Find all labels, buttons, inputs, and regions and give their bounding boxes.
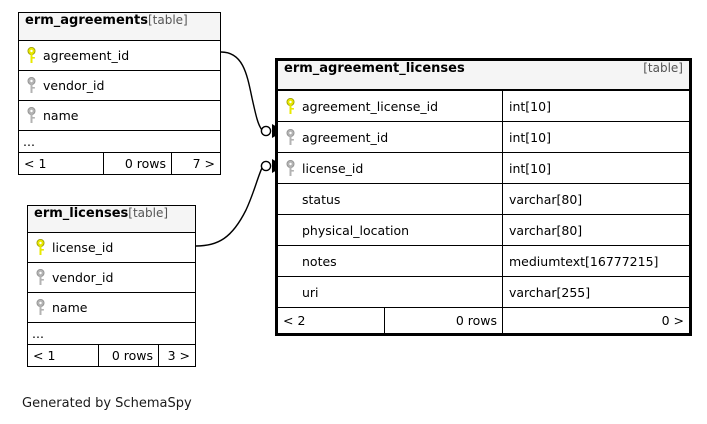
foreign-key-icon <box>278 128 302 146</box>
column-type: mediumtext[16777215] <box>502 246 689 276</box>
column-name: license_id <box>52 240 114 255</box>
table-erm-agreement-licenses[interactable]: erm_agreement_licenses [table] agreement… <box>275 58 692 336</box>
cardinality-zero-circle <box>260 125 272 137</box>
row-count-label: 0 rows <box>103 153 171 174</box>
ellipsis-label: ... <box>23 134 35 149</box>
table-title: erm_agreement_licenses <box>284 61 465 76</box>
more-columns-indicator: ... <box>28 323 195 345</box>
table-erm-licenses[interactable]: erm_licenses [table] license_id <box>27 205 196 367</box>
prev-page-button[interactable]: < 1 <box>24 156 47 171</box>
table-tag: [table] <box>147 13 188 27</box>
table-header-erm-licenses: erm_licenses [table] <box>28 206 195 233</box>
column-name: license_id <box>302 160 364 176</box>
column-name: vendor_id <box>43 78 105 93</box>
column-name: vendor_id <box>52 270 114 285</box>
table-title: erm_agreements <box>25 13 148 28</box>
next-page-button[interactable]: 0 > <box>502 308 689 333</box>
column-name: name <box>52 300 88 315</box>
next-page-button[interactable]: 7 > <box>171 153 220 174</box>
table-footer: < 2 0 rows 0 > <box>278 308 689 333</box>
table-header-erm-agreements: erm_agreements [table] <box>19 13 220 41</box>
foreign-key-icon <box>28 269 52 286</box>
column-row[interactable]: vendor_id <box>28 263 195 293</box>
table-tag: [table] <box>128 206 169 220</box>
column-name: name <box>43 108 79 123</box>
column-name: uri <box>302 284 319 300</box>
column-name: agreement_license_id <box>302 98 439 114</box>
column-name: physical_location <box>302 222 410 238</box>
column-type: int[10] <box>502 91 689 121</box>
column-row[interactable]: name <box>28 293 195 323</box>
table-footer: < 1 0 rows 7 > <box>19 153 220 174</box>
foreign-key-icon <box>278 159 302 177</box>
column-row[interactable]: name <box>19 101 220 131</box>
cardinality-zero-circle <box>260 160 272 172</box>
column-type: int[10] <box>502 122 689 152</box>
foreign-key-icon <box>19 107 43 124</box>
row-count-label: 0 rows <box>384 308 502 333</box>
more-columns-indicator: ... <box>19 131 220 153</box>
column-row[interactable]: vendor_id <box>19 71 220 101</box>
column-row[interactable]: agreement_id <box>19 41 220 71</box>
table-erm-agreements[interactable]: erm_agreements [table] agreement_id <box>18 12 221 175</box>
prev-page-button[interactable]: < 2 <box>283 313 306 328</box>
column-type: int[10] <box>502 153 689 183</box>
diagram-caption: Generated by SchemaSpy <box>22 396 192 411</box>
next-page-button[interactable]: 3 > <box>158 345 195 366</box>
column-row[interactable]: notes mediumtext[16777215] <box>278 246 689 277</box>
foreign-key-icon <box>19 77 43 94</box>
table-tag: [table] <box>643 61 683 75</box>
table-header-erm-agreement-licenses: erm_agreement_licenses [table] <box>278 61 689 91</box>
row-count-label: 0 rows <box>98 345 158 366</box>
column-type: varchar[80] <box>502 215 689 245</box>
column-name: agreement_id <box>43 48 130 63</box>
column-row[interactable]: agreement_id int[10] <box>278 122 689 153</box>
column-row[interactable]: uri varchar[255] <box>278 277 689 308</box>
column-type: varchar[255] <box>502 277 689 307</box>
primary-key-icon <box>28 239 52 256</box>
column-name: status <box>302 191 341 207</box>
column-name: notes <box>302 253 337 269</box>
primary-key-icon <box>278 97 302 115</box>
column-row[interactable]: agreement_license_id int[10] <box>278 91 689 122</box>
prev-page-button[interactable]: < 1 <box>33 348 56 363</box>
column-row[interactable]: license_id int[10] <box>278 153 689 184</box>
column-type: varchar[80] <box>502 184 689 214</box>
column-row[interactable]: license_id <box>28 233 195 263</box>
column-row[interactable]: physical_location varchar[80] <box>278 215 689 246</box>
column-row[interactable]: status varchar[80] <box>278 184 689 215</box>
ellipsis-label: ... <box>32 326 44 341</box>
column-name: agreement_id <box>302 129 389 145</box>
table-title: erm_licenses <box>34 206 129 221</box>
foreign-key-icon <box>28 299 52 316</box>
primary-key-icon <box>19 47 43 64</box>
table-footer: < 1 0 rows 3 > <box>28 345 195 366</box>
